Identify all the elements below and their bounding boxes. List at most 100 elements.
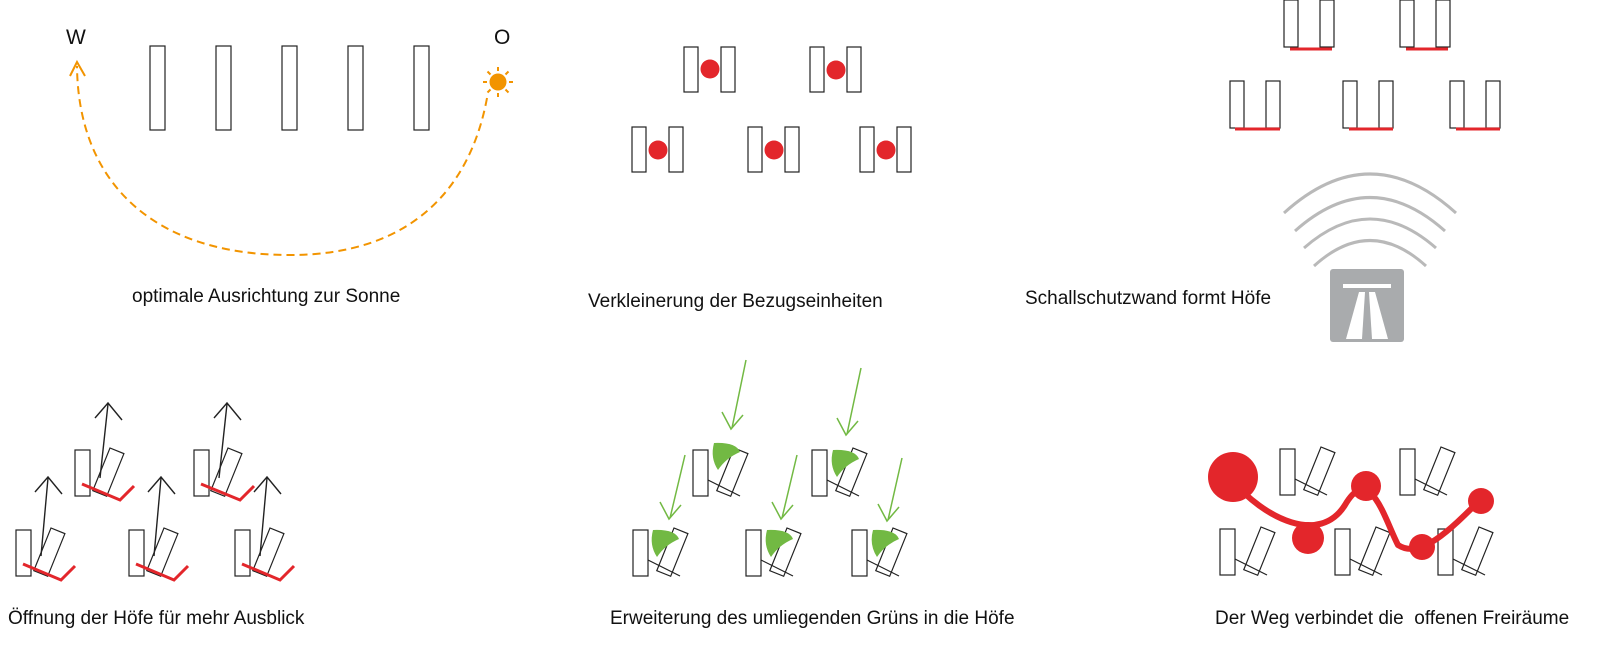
sun-path-arrowhead — [69, 59, 86, 77]
building-bar — [631, 126, 647, 173]
sun-panel — [69, 45, 513, 257]
green-arrow — [781, 454, 798, 519]
opening-panel — [15, 401, 296, 582]
building-bar — [1242, 526, 1276, 577]
building-bar — [811, 449, 828, 497]
building-bar — [234, 529, 251, 577]
view-arrow — [259, 477, 268, 557]
building-bar — [668, 126, 684, 173]
building-bar — [1229, 80, 1245, 129]
building-bars — [149, 45, 430, 131]
green-caption: Erweiterung des umliegenden Grüns in die… — [610, 608, 1015, 629]
unit-dot — [764, 140, 784, 160]
building-bar — [859, 126, 875, 173]
building-bar — [413, 45, 430, 131]
noise-caption: Schallschutzwand formt Höfe — [1025, 288, 1272, 309]
sun-icon — [483, 67, 513, 97]
sun-path-arc — [76, 65, 488, 257]
unit-dot — [876, 140, 896, 160]
noise-panel — [1229, 0, 1501, 342]
building-bar — [1334, 528, 1351, 576]
outline-line — [760, 559, 794, 577]
green-arrow-head — [659, 501, 682, 521]
green-space — [871, 529, 899, 557]
east-label: O — [494, 26, 511, 49]
green-space — [765, 529, 793, 557]
green-arrow-head — [771, 501, 794, 521]
building-bar — [1283, 0, 1299, 48]
open-space-node — [1351, 471, 1381, 501]
sound-waves-icon — [1282, 172, 1458, 268]
view-arrow — [153, 477, 162, 557]
green-arrow-head — [721, 411, 744, 431]
open-space-node — [1409, 534, 1435, 560]
open-space-node — [1292, 522, 1324, 554]
green-arrow — [669, 454, 686, 519]
view-arrow-head — [213, 401, 242, 421]
building-bar — [1357, 526, 1391, 577]
open-wall-line — [200, 482, 256, 502]
open-wall-line — [81, 482, 136, 502]
view-arrow — [40, 477, 49, 557]
outline-line — [707, 479, 741, 497]
path-panel — [1208, 446, 1494, 577]
green-arrow-head — [877, 503, 900, 523]
building-bar — [809, 46, 825, 93]
building-bar — [1279, 448, 1296, 496]
building-bar — [1399, 0, 1415, 48]
outline-line — [1294, 478, 1328, 496]
building-bar — [896, 126, 912, 173]
building-bar — [145, 527, 179, 578]
building-bar — [15, 529, 32, 577]
building-bar — [149, 45, 166, 131]
outline-line — [826, 479, 860, 497]
building-bar — [1435, 0, 1451, 48]
green-arrow — [887, 457, 903, 521]
building-bar — [128, 529, 145, 577]
outline-line — [1414, 478, 1448, 496]
building-bar — [251, 527, 285, 578]
building-bar — [632, 529, 649, 577]
building-bar — [1219, 528, 1236, 576]
building-bar — [784, 126, 800, 173]
building-bar — [1399, 448, 1416, 496]
view-arrow-head — [34, 475, 63, 495]
building-bar — [846, 46, 862, 93]
outline-line — [866, 559, 900, 577]
outline-line — [647, 559, 681, 577]
green-panel — [632, 359, 908, 578]
open-space-node — [1468, 488, 1494, 514]
sun-caption: optimale Ausrichtung zur Sonne — [132, 286, 401, 307]
building-bar — [32, 527, 66, 578]
green-arrow-head — [836, 417, 859, 437]
building-bar — [1378, 80, 1394, 129]
building-bar — [683, 46, 699, 93]
unit-dot — [826, 60, 846, 80]
building-bar — [747, 126, 763, 173]
building-bar — [745, 529, 762, 577]
open-wall-line — [22, 562, 77, 582]
motorway-sign-icon — [1330, 269, 1404, 342]
building-bar — [1265, 80, 1281, 129]
building-bar — [1319, 0, 1335, 48]
outline-line — [1234, 558, 1268, 576]
west-label: W — [66, 26, 86, 49]
outline-line — [1349, 558, 1383, 576]
green-space — [651, 529, 679, 557]
open-wall-line — [135, 562, 190, 582]
building-bar — [720, 46, 736, 93]
view-arrow — [99, 403, 109, 479]
building-bar — [692, 449, 709, 497]
green-arrow — [731, 359, 747, 429]
building-bar — [74, 449, 91, 497]
building-bar — [1485, 80, 1501, 129]
building-bar — [281, 45, 298, 131]
building-bar — [1302, 446, 1336, 497]
building-bar — [193, 449, 210, 497]
building-bar — [1342, 80, 1358, 129]
open-space-node — [1208, 452, 1258, 502]
building-bar — [347, 45, 364, 131]
units-caption: Verkleinerung der Bezugseinheiten — [588, 291, 883, 312]
green-space — [831, 449, 859, 477]
building-bar — [874, 527, 908, 578]
